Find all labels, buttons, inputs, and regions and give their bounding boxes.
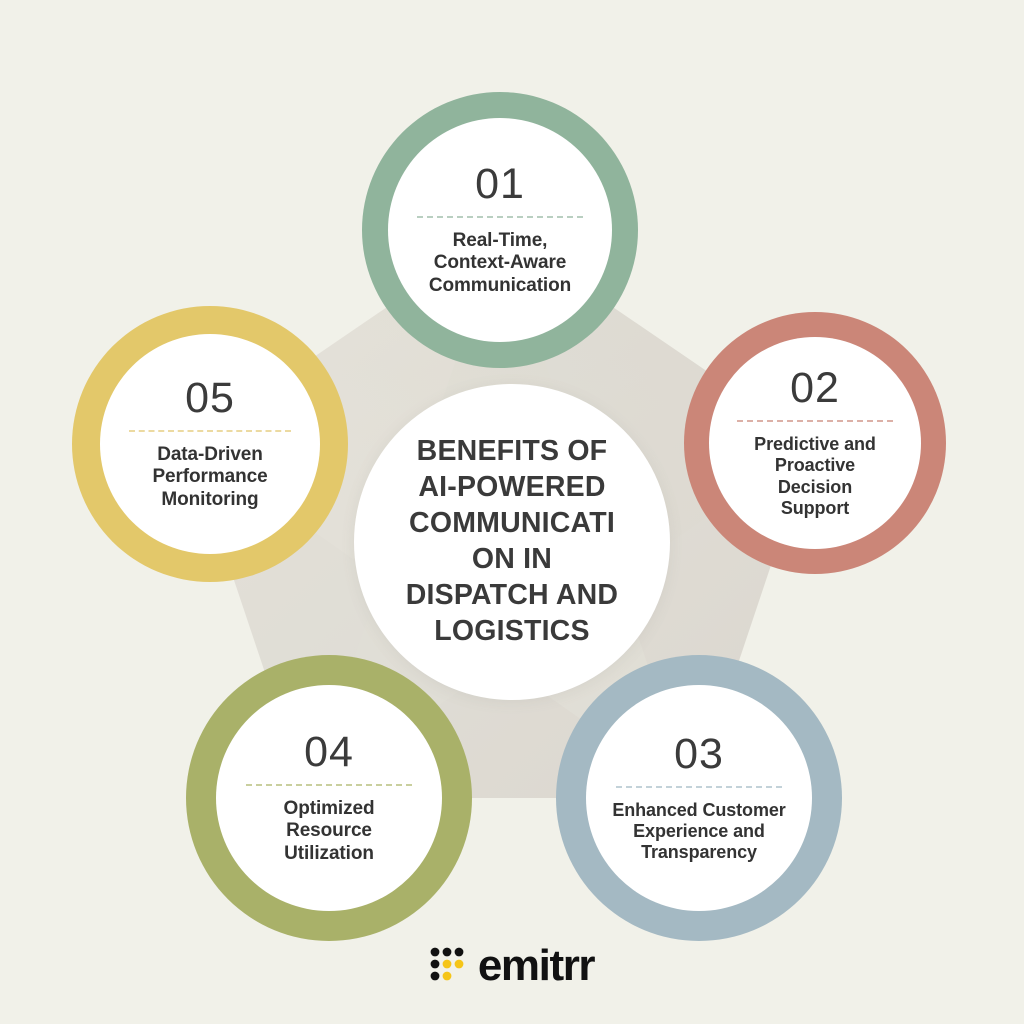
benefit-node-02-label: Predictive and Proactive Decision Suppor… xyxy=(754,434,876,518)
benefit-node-02-divider xyxy=(737,420,893,423)
emitrr-dot-matrix-logo-icon xyxy=(430,947,464,981)
brand-wordmark: emitrr xyxy=(477,941,596,990)
footer-branding: emitrr xyxy=(0,930,1024,1000)
benefit-node-04[interactable]: 04 Optimized Resource Utilization xyxy=(186,655,472,941)
benefit-node-04-divider xyxy=(245,784,413,787)
benefit-node-02-inner: 02 Predictive and Proactive Decision Sup… xyxy=(709,337,921,549)
benefit-node-01-number: 01 xyxy=(475,160,525,209)
page-title: BENEFITS OF AI-POWERED COMMUNICATI ON IN… xyxy=(405,435,619,647)
benefit-node-05[interactable]: 05 Data-Driven Performance Monitoring xyxy=(72,306,348,582)
benefit-node-04-inner: 04 Optimized Resource Utilization xyxy=(216,685,442,911)
benefit-node-01-inner: 01 Real-Time, Context-Aware Communicatio… xyxy=(388,118,612,342)
benefit-node-02-number: 02 xyxy=(790,364,840,413)
benefit-node-05-inner: 05 Data-Driven Performance Monitoring xyxy=(100,334,320,554)
benefit-node-03-label: Enhanced Customer Experience and Transpa… xyxy=(612,799,786,863)
benefit-node-05-label: Data-Driven Performance Monitoring xyxy=(152,444,268,510)
brand-wordmark-text: emitrr xyxy=(477,941,596,990)
benefit-node-03-number: 03 xyxy=(674,729,724,778)
benefit-node-04-number: 04 xyxy=(304,728,354,777)
benefit-node-02[interactable]: 02 Predictive and Proactive Decision Sup… xyxy=(684,312,946,574)
benefit-node-01[interactable]: 01 Real-Time, Context-Aware Communicatio… xyxy=(362,92,638,368)
benefit-node-01-divider xyxy=(417,216,583,219)
center-hub: BENEFITS OF AI-POWERED COMMUNICATI ON IN… xyxy=(354,384,670,700)
benefit-node-01-label: Real-Time, Context-Aware Communication xyxy=(428,230,572,296)
benefit-node-05-divider xyxy=(128,430,292,433)
benefit-node-03-inner: 03 Enhanced Customer Experience and Tran… xyxy=(586,685,812,911)
benefit-node-03[interactable]: 03 Enhanced Customer Experience and Tran… xyxy=(556,655,842,941)
benefit-node-03-divider xyxy=(615,785,783,788)
benefit-node-05-number: 05 xyxy=(185,374,235,423)
benefit-node-04-label: Optimized Resource Utilization xyxy=(283,798,375,864)
